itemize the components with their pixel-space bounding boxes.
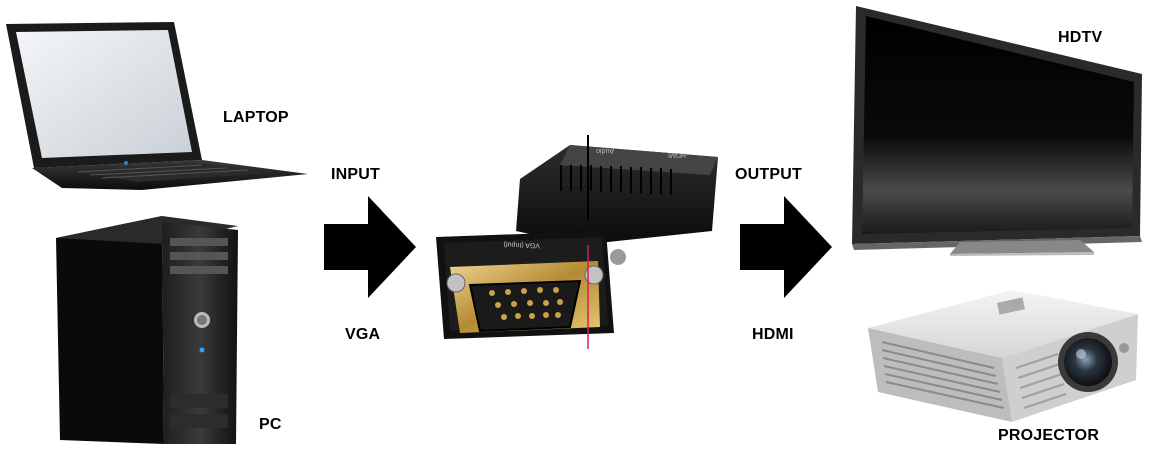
vga-port-text: VGA (Input) xyxy=(503,240,540,248)
pc-image xyxy=(52,208,242,448)
projector-icon xyxy=(868,290,1138,422)
input-arrow xyxy=(322,194,418,300)
right-arrow-icon xyxy=(324,196,416,298)
pc-label: PC xyxy=(259,416,282,433)
hdmi-port-text: HDMI xyxy=(668,151,686,158)
hdtv-icon xyxy=(852,6,1142,256)
input-label: INPUT xyxy=(331,166,380,183)
audio-text: Audio xyxy=(596,147,614,154)
hdtv-image xyxy=(850,4,1150,256)
output-arrow xyxy=(738,194,834,300)
laptop-label: LAPTOP xyxy=(223,109,289,126)
output-label: OUTPUT xyxy=(735,166,802,183)
laptop-image xyxy=(2,18,314,193)
vga-label: VGA xyxy=(345,326,381,343)
pc-tower-icon xyxy=(56,216,238,444)
projector-image xyxy=(862,288,1146,428)
hdtv-label: HDTV xyxy=(1058,29,1103,46)
right-arrow-icon xyxy=(740,196,832,298)
laptop-icon xyxy=(6,22,308,190)
projector-label: PROJECTOR xyxy=(998,427,1100,444)
hdmi-label: HDMI xyxy=(752,326,794,343)
vga-to-hdmi-adapter-icon: Audio HDMI VGA (Input) xyxy=(436,135,718,349)
adapter-image: Audio HDMI VGA (Input) xyxy=(430,135,720,350)
